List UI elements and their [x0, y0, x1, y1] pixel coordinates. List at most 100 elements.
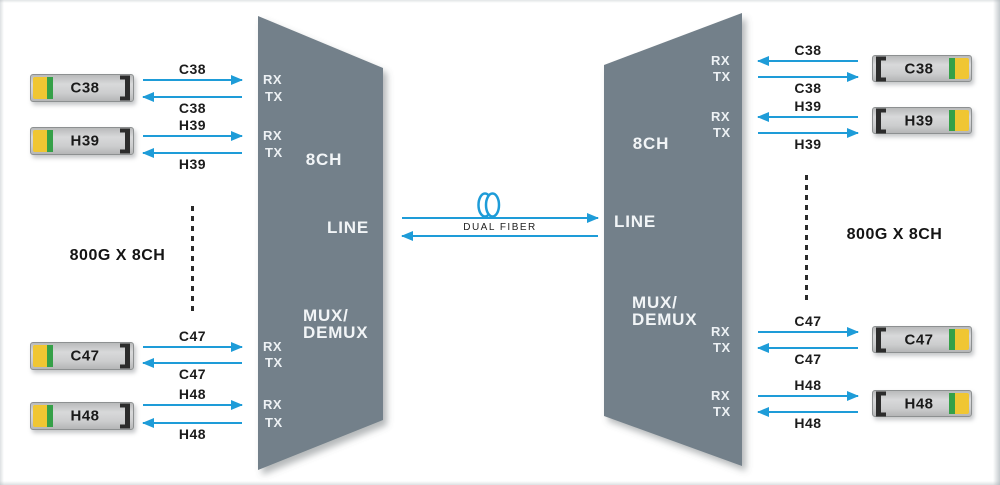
line-arrow-left-to-right: [402, 212, 599, 223]
module-label: H48: [70, 407, 100, 425]
fiber-coil-loop: [484, 192, 501, 218]
module-green-stripe: [47, 130, 53, 152]
arrowhead-icon: [847, 326, 859, 337]
module-label: H48: [904, 395, 934, 412]
mux-channel-count-left: 8CH: [305, 150, 343, 169]
module-green-stripe: [949, 329, 955, 350]
module-green-stripe: [949, 393, 955, 414]
arrow-mux-tx-to-c38-right: [758, 71, 859, 82]
transceiver-c38-right: C38: [872, 55, 972, 82]
module-label: C38: [70, 79, 100, 97]
port-tx-label: TX: [265, 89, 283, 104]
transceiver-c47-left: C47: [30, 342, 134, 370]
arrowhead-icon: [142, 91, 154, 102]
right-capacity-caption: 800G X 8CH: [846, 226, 943, 243]
port-rx-label: RX: [711, 53, 731, 68]
port-rx-label: RX: [263, 128, 283, 143]
arrow-label-h48: H48: [178, 386, 207, 402]
transceiver-c47-right: C47: [872, 326, 972, 353]
module-green-stripe: [47, 345, 53, 367]
port-rx-label: RX: [711, 109, 731, 124]
module-green-stripe: [949, 110, 955, 131]
arrowhead-icon: [142, 417, 154, 428]
transceiver-h39-left: H39: [30, 127, 134, 155]
transceiver-c38-left: C38: [30, 74, 134, 102]
arrow-label-h39: H39: [794, 98, 822, 114]
arrow-label-c47: C47: [794, 313, 822, 329]
module-yellow-tab: [955, 393, 969, 414]
port-tx-label: TX: [713, 69, 731, 84]
module-yellow-tab: [33, 130, 47, 152]
module-label: H39: [904, 112, 934, 129]
module-green-stripe: [47, 77, 53, 99]
mux-name-line1: MUX/: [303, 306, 349, 325]
arrowhead-icon: [587, 212, 599, 223]
arrowhead-icon: [847, 71, 859, 82]
module-latch-icon: [876, 391, 886, 416]
module-green-stripe: [949, 58, 955, 79]
module-yellow-tab: [33, 345, 47, 367]
module-yellow-tab: [955, 329, 969, 350]
port-rx-label: RX: [263, 72, 283, 87]
arrowhead-icon: [231, 74, 243, 85]
module-green-stripe: [47, 405, 53, 427]
arrow-label-h39: H39: [178, 117, 207, 133]
arrow-mux-rx-to-h48-left: [142, 417, 242, 428]
mux-demux-right-body: [604, 13, 742, 466]
module-latch-icon: [120, 75, 130, 101]
mux-name-left: MUX/ DEMUX: [303, 307, 368, 341]
arrow-label-c38: C38: [178, 100, 207, 116]
port-rx-label: RX: [263, 339, 283, 354]
left-ellipsis-dotted-line: [191, 206, 194, 316]
arrow-label-c38: C38: [794, 42, 822, 58]
port-rx-label: RX: [263, 397, 283, 412]
arrowhead-icon: [757, 111, 769, 122]
mux-line-port-left: LINE: [327, 218, 369, 237]
module-latch-icon: [120, 403, 130, 429]
module-label: C47: [904, 331, 934, 348]
arrow-label-h39: H39: [178, 156, 207, 172]
arrowhead-icon: [231, 130, 243, 141]
mux-name-line2: DEMUX: [632, 310, 698, 329]
port-tx-label: TX: [713, 340, 731, 355]
arrowhead-icon: [142, 147, 154, 158]
mux-name-right: MUX/ DEMUX: [632, 294, 697, 328]
arrowhead-icon: [401, 230, 413, 241]
arrow-c47-to-mux-right: [757, 342, 858, 353]
transceiver-h48-right: H48: [872, 390, 972, 417]
arrow-mux-to-c47-right: [758, 326, 859, 337]
module-latch-icon: [876, 327, 886, 352]
arrow-c47-tx-to-mux-left: [143, 341, 243, 352]
mux-line-port-right: LINE: [614, 212, 656, 231]
module-latch-icon: [876, 56, 886, 81]
transceiver-h48-left: H48: [30, 402, 134, 430]
module-yellow-tab: [33, 405, 47, 427]
module-label: C38: [904, 60, 934, 77]
mux-channel-count-right: 8CH: [632, 134, 670, 153]
module-latch-icon: [120, 343, 130, 369]
port-tx-label: TX: [265, 145, 283, 160]
port-rx-label: RX: [711, 324, 731, 339]
arrow-label-c47: C47: [178, 328, 207, 344]
port-tx-label: TX: [265, 415, 283, 430]
module-yellow-tab: [955, 110, 969, 131]
port-rx-label: RX: [711, 388, 731, 403]
arrow-mux-to-h48-right: [758, 390, 859, 401]
arrow-label-c38: C38: [178, 61, 207, 77]
arrow-mux-rx-to-c38-left: [142, 91, 242, 102]
mux-name-line2: DEMUX: [303, 323, 369, 342]
arrow-c38-tx-to-mux-left: [143, 74, 243, 85]
fiber-coil-icon: [477, 192, 501, 218]
module-latch-icon: [120, 128, 130, 154]
transceiver-h39-right: H39: [872, 107, 972, 134]
arrowhead-icon: [142, 357, 154, 368]
arrow-c38-to-mux-rx-right: [757, 55, 858, 66]
arrow-mux-rx-to-h39-left: [142, 147, 242, 158]
line-arrow-right-to-left: [401, 230, 598, 241]
arrowhead-icon: [231, 399, 243, 410]
arrowhead-icon: [231, 341, 243, 352]
arrow-label-c47: C47: [794, 351, 822, 367]
mux-demux-left-body: [258, 16, 383, 470]
